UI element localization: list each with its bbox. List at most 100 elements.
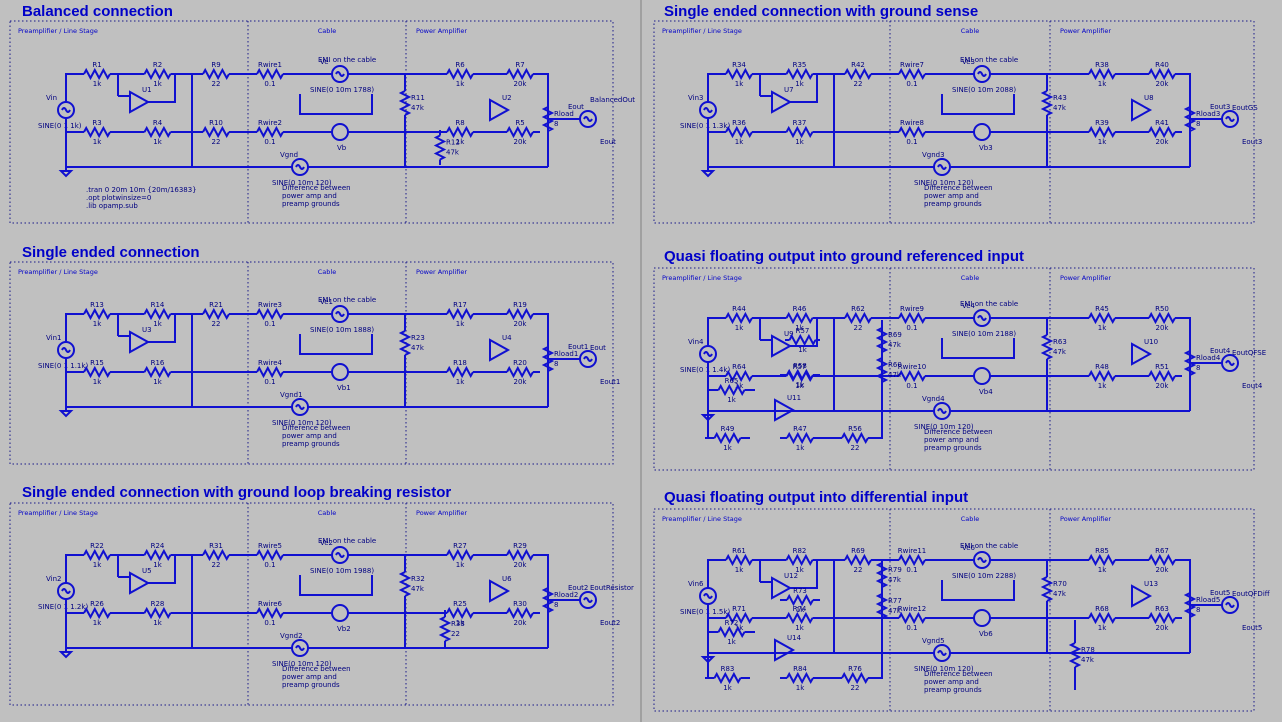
section-box (9, 502, 614, 706)
resistor-label: Rwire9 (900, 305, 924, 313)
resistor-value: 47k (411, 585, 425, 593)
resistor-value: 1k (1098, 566, 1107, 574)
resistor-value: 22 (851, 684, 860, 692)
wire (438, 616, 452, 642)
section-label-preamp: Preamplifier / Line Stage (18, 268, 98, 276)
emi-label: EMI on the cable (318, 537, 376, 545)
resistor-label: Rload3 (1196, 110, 1220, 118)
opamp-symbol (771, 90, 793, 114)
wire (1182, 317, 1191, 411)
resistor-value: 1k (735, 624, 744, 632)
opamp-label: U14 (787, 634, 802, 642)
source-value: SINE(0 10m 120) (272, 179, 332, 187)
wire (65, 73, 84, 102)
resistor-label: R26 (90, 600, 104, 608)
wire (786, 368, 814, 382)
resistor-label: R7 (515, 61, 524, 69)
annotation-text: Difference between (924, 184, 993, 192)
resistor-label: R38 (1095, 61, 1109, 69)
wire (446, 67, 474, 81)
opamp-symbol (774, 398, 796, 422)
wire (1088, 369, 1116, 383)
resistor-label: Rload2 (554, 591, 578, 599)
resistor-label: R9 (211, 61, 220, 69)
wire (256, 67, 284, 81)
resistor-value: 1k (456, 619, 465, 627)
resistor-label: R31 (209, 542, 223, 550)
section-box (9, 20, 614, 224)
sine-icon (703, 351, 713, 357)
source-label: Vb (337, 144, 347, 152)
wire (790, 318, 818, 347)
resistor-label: R44 (732, 305, 746, 313)
opamp-label: U8 (1144, 94, 1154, 102)
sine-icon (937, 408, 947, 414)
resistor-value: 47k (1053, 590, 1067, 598)
output-label: Eout3 (1242, 138, 1262, 146)
source-value: SINE(0 10m 120) (914, 665, 974, 673)
resistor-label: Rwire11 (898, 547, 926, 555)
resistor-value: 22 (854, 566, 863, 574)
source-value: SINE(0 10m 2088) (952, 86, 1016, 94)
resistor-label: R77 (888, 597, 902, 605)
resistor-value: 1k (153, 320, 162, 328)
resistor-value: 1k (456, 561, 465, 569)
resistor-value: 1k (735, 324, 744, 332)
resistor-value: 1k (93, 80, 102, 88)
resistor-value: 1k (727, 638, 736, 646)
source-label: Ve2 (320, 539, 333, 547)
resistor-value: 22 (212, 80, 221, 88)
wire (898, 311, 926, 325)
resistor-label: R58 (793, 362, 807, 370)
section-label-preamp: Preamplifier / Line Stage (662, 27, 742, 35)
resistor-label: Rwire2 (258, 119, 282, 127)
resistor-value: 0.1 (906, 324, 917, 332)
annotation-text: preamp grounds (282, 440, 340, 448)
resistor-value: 8 (554, 601, 558, 609)
resistor-value: 22 (854, 80, 863, 88)
voltage-source (973, 609, 991, 627)
source-value: SINE(0 1 1.1k) (38, 362, 88, 370)
spice-directive: .opt plotwinsize=0 (86, 194, 151, 202)
resistor-value: 0.1 (264, 80, 275, 88)
panel-title: Quasi floating output into differential … (664, 489, 968, 506)
wire (786, 431, 814, 445)
wire (299, 575, 373, 596)
resistor-value: 20k (514, 561, 528, 569)
source-label: Vin3 (688, 94, 703, 102)
source-label: Ve6 (962, 544, 976, 552)
wire (875, 357, 889, 383)
resistor-label: R64 (732, 363, 746, 371)
section-label-power-amp: Power Amplifier (1060, 27, 1111, 35)
wire (844, 67, 872, 81)
source-label: Vb6 (979, 630, 993, 638)
source-value: SINE(0 10m 120) (272, 660, 332, 668)
resistor-value: 20k (514, 138, 528, 146)
wire (148, 314, 176, 343)
wire (143, 606, 172, 620)
resistor-value: 1k (795, 324, 804, 332)
wire (785, 67, 814, 81)
wire (841, 431, 869, 445)
resistor-value: 1k (456, 138, 465, 146)
resistor-label: R69 (851, 547, 865, 555)
wire (1148, 125, 1176, 139)
wire (1148, 553, 1176, 567)
resistor-label: Rwire8 (900, 119, 924, 127)
source-label: Eout (568, 103, 584, 111)
wire (1068, 642, 1082, 668)
resistor-value: 1k (796, 606, 805, 614)
wire (299, 94, 373, 115)
wire (841, 671, 869, 685)
section-label-cable: Cable (318, 268, 336, 276)
wire (1088, 553, 1116, 567)
resistor-value: 8 (554, 360, 558, 368)
resistor-label: R50 (1155, 305, 1169, 313)
sine-icon (703, 593, 713, 599)
resistor-value: 1k (93, 138, 102, 146)
wire (898, 369, 926, 383)
resistor-label: R28 (151, 600, 165, 608)
resistor-value: 47k (888, 576, 902, 584)
resistor-value: 1k (795, 80, 804, 88)
sine-icon (583, 116, 593, 122)
